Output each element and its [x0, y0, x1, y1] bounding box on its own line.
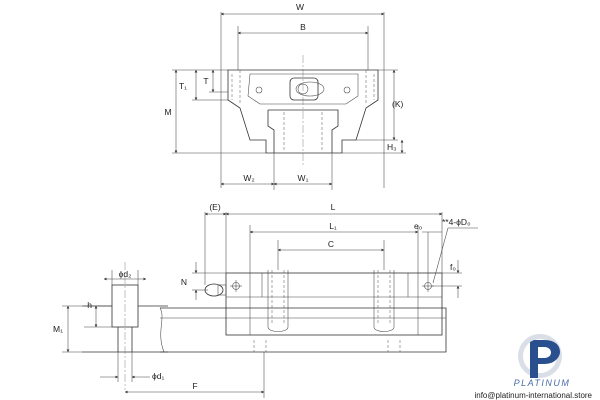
label-n: N: [181, 277, 187, 287]
label-d1: ϕd₁: [152, 371, 164, 381]
label-h3: H₃: [387, 142, 397, 152]
side-view: (E) L L₁ C e₀ **4-ϕD₀ f₀ N: [159, 202, 478, 353]
label-c: C: [328, 239, 334, 249]
label-d0: **4-ϕD₀: [442, 217, 471, 227]
label-f: F: [192, 381, 197, 391]
logo-p-icon: [530, 340, 560, 378]
platinum-logo: [518, 334, 562, 378]
label-k: (K): [392, 99, 404, 109]
label-e: (E): [209, 202, 221, 212]
brand-name: PLATINUM: [514, 378, 571, 388]
label-w: W: [296, 2, 304, 12]
front-view: W B T₁ T M (K) H₃ W₂ W₁: [164, 2, 406, 190]
label-e0: e₀: [414, 221, 423, 231]
label-t1: T₁: [179, 81, 187, 91]
label-w1: W₁: [298, 173, 309, 183]
label-b: B: [300, 22, 306, 32]
label-m1: M₁: [53, 324, 63, 334]
rail-section-view: ϕd₂ h M₁ ϕd₁ F: [53, 262, 265, 398]
label-l1: L₁: [329, 221, 337, 231]
label-h: h: [87, 300, 92, 310]
label-m: M: [164, 107, 171, 117]
label-t: T: [203, 76, 208, 86]
label-f0: f₀: [450, 262, 456, 272]
footer-email: info@platinum-international.store: [474, 391, 592, 400]
label-d2: ϕd₂: [119, 269, 132, 279]
label-w2: W₂: [243, 173, 254, 183]
label-l: L: [331, 202, 336, 212]
